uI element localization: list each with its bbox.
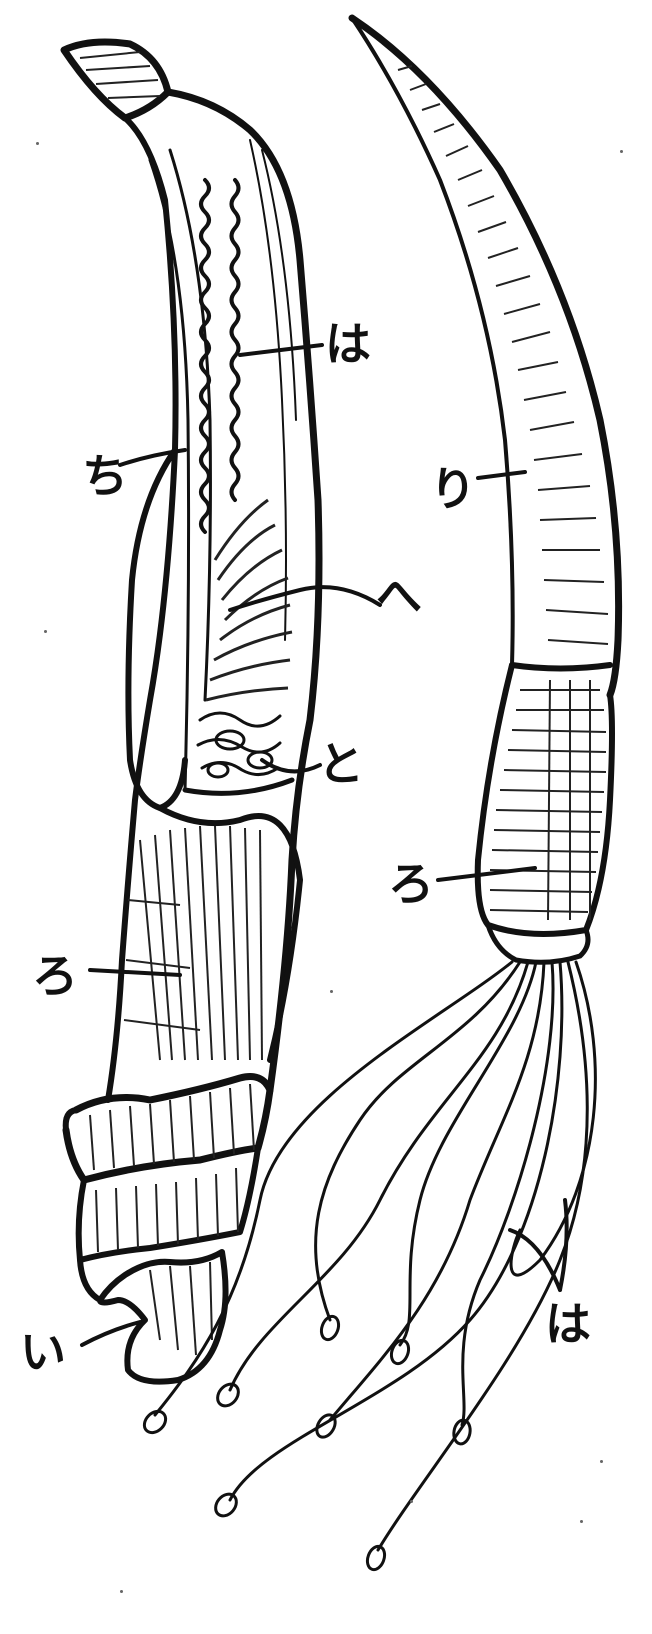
leader-ro-left	[90, 970, 180, 975]
left-body-outline-left	[108, 118, 176, 1100]
paper-speck	[620, 150, 623, 153]
left-knotted-mass	[185, 713, 292, 793]
paper-speck	[580, 1520, 583, 1523]
paper-speck	[600, 1460, 603, 1463]
label-ri: り	[430, 462, 476, 516]
leader-ro-right	[438, 868, 535, 880]
label-ro-left: ろ	[32, 949, 78, 1003]
paper-speck	[410, 1500, 413, 1503]
left-lower-sac-hatching	[124, 826, 262, 1060]
paper-speck	[36, 142, 39, 145]
label-ha-right: は	[545, 1297, 591, 1351]
left-specimen	[64, 42, 319, 1382]
label-chi: ち	[82, 449, 128, 503]
leader-ri	[478, 472, 525, 478]
leader-he	[230, 587, 380, 610]
left-feather-organ	[206, 500, 292, 700]
right-tentacle-tips	[140, 1314, 472, 1572]
left-bottom-foot	[80, 1252, 226, 1382]
label-ro-right: ろ	[388, 857, 434, 911]
paper-speck	[330, 990, 333, 993]
label-to: と	[318, 737, 364, 791]
right-body-ring-top	[512, 665, 610, 669]
paper-speck	[44, 630, 47, 633]
left-wavy-tube-2	[232, 180, 239, 500]
right-body	[478, 665, 612, 934]
paper-speck	[120, 1590, 123, 1593]
label-i: い	[20, 1325, 66, 1379]
label-ha-left: は	[325, 317, 371, 371]
label-he: へ	[376, 569, 422, 623]
left-collar-ring-1	[76, 1077, 270, 1111]
left-side-pouch	[128, 450, 185, 808]
right-body-hatching	[490, 680, 606, 920]
right-horn-inner	[352, 18, 513, 665]
